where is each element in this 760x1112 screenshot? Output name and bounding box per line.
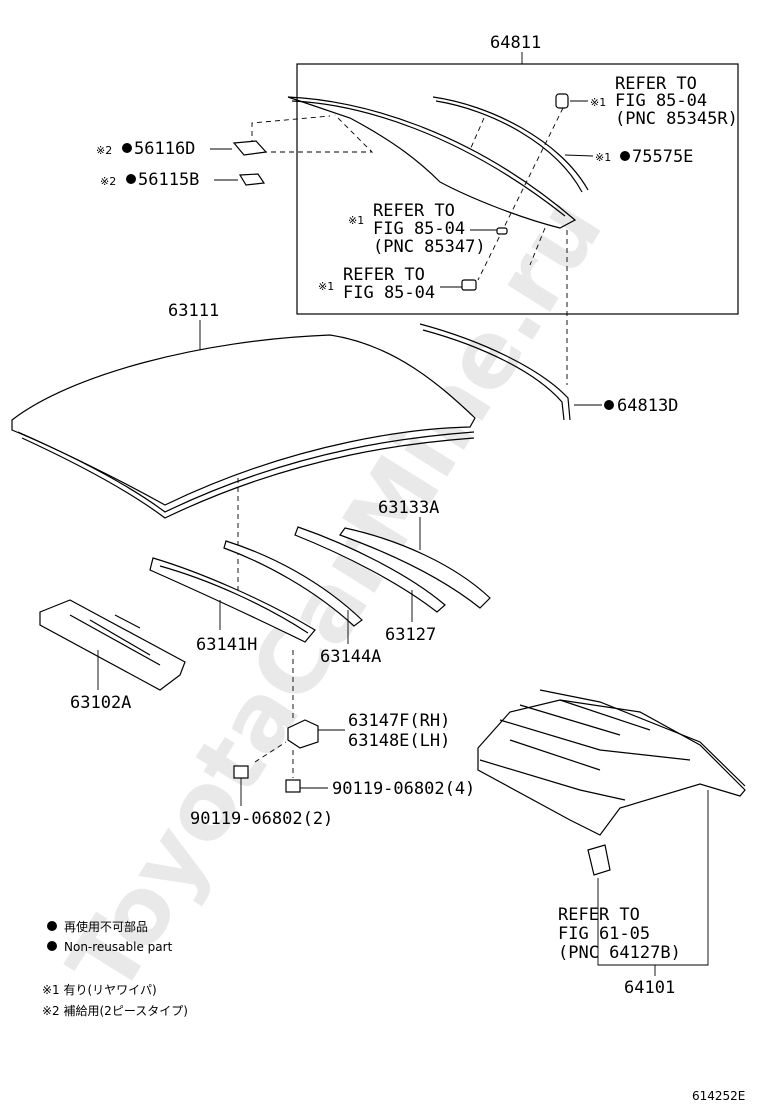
clip-icon xyxy=(555,93,569,109)
group-box-64811 xyxy=(296,63,739,315)
label-63144A[interactable]: 63144A xyxy=(320,647,381,667)
clip-icon xyxy=(587,844,611,876)
roof-header-icon xyxy=(39,599,186,691)
figure-id: 614252E xyxy=(692,1089,745,1103)
non-reusable-dot-icon xyxy=(604,400,614,410)
legend-en: Non-reusable part xyxy=(64,940,173,954)
legend-note-2: ※2 補給用(2ピースタイプ) xyxy=(42,1004,188,1018)
roof-bow-icon xyxy=(149,557,316,643)
mark-1: ※1 xyxy=(348,214,364,227)
clip-icon xyxy=(496,227,508,235)
label-63127[interactable]: 63127 xyxy=(385,625,436,645)
bracket-icon xyxy=(287,719,319,749)
label-63102A[interactable]: 63102A xyxy=(70,693,131,713)
label-63133A[interactable]: 63133A xyxy=(378,498,439,518)
non-reusable-dot-icon xyxy=(126,174,136,184)
roof-bow-icon xyxy=(223,540,363,627)
label-75575E[interactable]: 75575E xyxy=(632,147,693,167)
label-64813D[interactable]: 64813D xyxy=(617,396,678,416)
ref-line: (PNC 85347) xyxy=(373,237,486,257)
label-56116D[interactable]: 56116D xyxy=(134,139,195,159)
label-90119-2[interactable]: 90119-06802(2) xyxy=(190,809,333,829)
label-63147F[interactable]: 63147F(RH) xyxy=(348,711,450,731)
mark-1: ※1 xyxy=(318,280,334,293)
bolt-icon xyxy=(285,779,301,793)
roof-bow-icon xyxy=(294,526,446,613)
molding-strip-icon xyxy=(432,96,589,191)
watermark: ToyotaCarMine.ru xyxy=(48,179,623,1011)
seal-icon xyxy=(238,173,266,186)
label-63148E[interactable]: 63148E(LH) xyxy=(348,731,450,751)
ref-line: (PNC 64127B) xyxy=(558,943,681,963)
non-reusable-dot-icon xyxy=(620,151,630,161)
back-glass-icon xyxy=(287,96,577,229)
non-reusable-dot-icon xyxy=(122,143,132,153)
label-64101[interactable]: 64101 xyxy=(624,978,675,998)
label-64811[interactable]: 64811 xyxy=(490,33,541,53)
molding-strip-icon xyxy=(419,323,571,421)
ref-line: FIG 85-04 xyxy=(343,283,435,303)
ref-line: REFER TO xyxy=(615,74,697,94)
ref-line: FIG 85-04 xyxy=(615,91,707,111)
roof-bow-icon xyxy=(339,527,491,609)
legend-jp: 再使用不可部品 xyxy=(64,919,148,934)
mark-2: ※2 xyxy=(100,175,116,188)
label-63111[interactable]: 63111 xyxy=(168,301,219,321)
roof-panel-icon xyxy=(11,334,476,506)
label-56115B[interactable]: 56115B xyxy=(138,170,199,190)
mark-1: ※1 xyxy=(595,151,611,164)
ref-line: FIG 85-04 xyxy=(373,219,465,239)
label-90119-4[interactable]: 90119-06802(4) xyxy=(332,779,475,799)
clip-icon xyxy=(461,279,477,291)
non-reusable-dot-icon xyxy=(47,921,57,931)
label-63141H[interactable]: 63141H xyxy=(196,635,257,655)
legend-note-1: ※1 有り(リヤワイパ) xyxy=(42,983,157,997)
non-reusable-dot-icon xyxy=(47,941,57,951)
mark-2: ※2 xyxy=(96,144,112,157)
package-tray-icon xyxy=(477,699,746,836)
ref-line: FIG 61-05 xyxy=(558,924,650,944)
ref-line: REFER TO xyxy=(558,905,640,925)
ref-line: REFER TO xyxy=(373,201,455,221)
mark-1: ※1 xyxy=(590,96,606,109)
seal-icon xyxy=(232,140,268,156)
bolt-icon xyxy=(233,765,249,779)
ref-line: (PNC 85345R) xyxy=(615,109,738,129)
ref-line: REFER TO xyxy=(343,265,425,285)
